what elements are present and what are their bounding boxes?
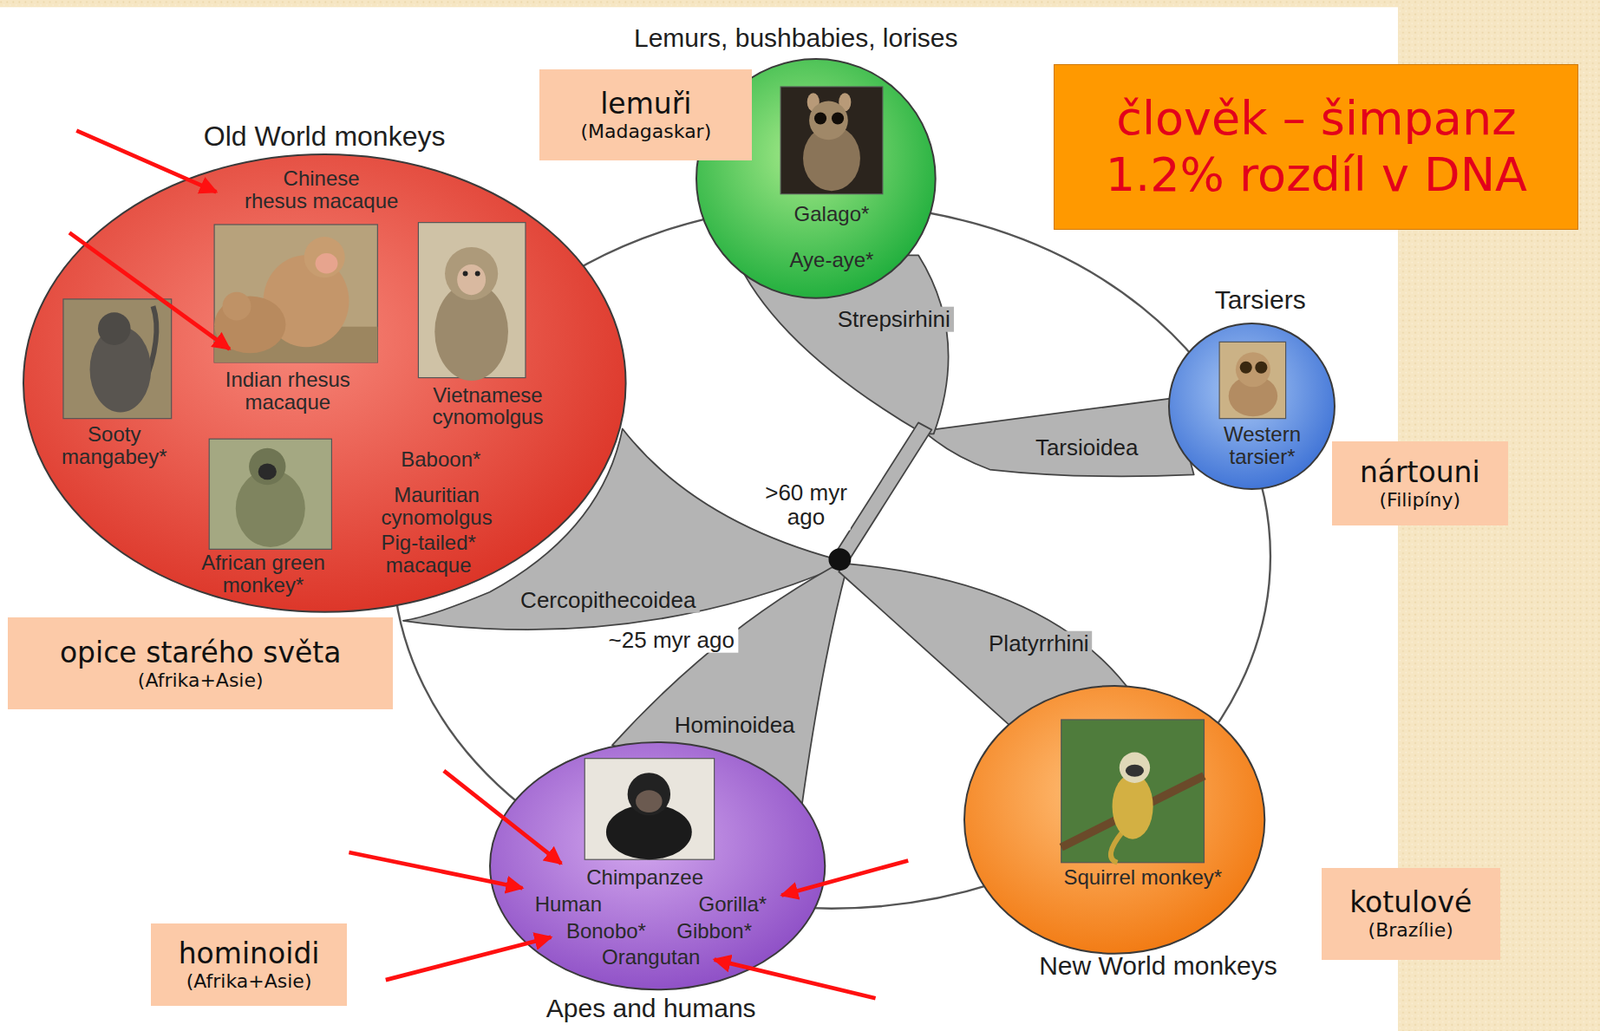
galago-photo — [780, 86, 883, 195]
pointer-arrow — [714, 960, 876, 1000]
species-name: Baboon* — [400, 448, 481, 471]
species-name: Mauritian cynomolgus — [381, 483, 493, 529]
pointer-arrow — [385, 937, 552, 980]
group-heading: Old World monkeys — [203, 120, 446, 151]
clade-circle: TarsiersWestern tarsier* — [1168, 322, 1336, 490]
note-text: opice starého světa — [59, 636, 342, 670]
species-name: Orangutan — [601, 946, 700, 969]
note-text: nártouni — [1359, 456, 1481, 490]
clade-circle: ChimpanzeeHuman Gorilla* Bonobo* Gibbon* Ora… — [489, 741, 826, 991]
chimpanzee-photo — [584, 758, 714, 861]
pointer-arrow — [76, 130, 216, 193]
species-name: Sooty mangabey* — [61, 424, 167, 470]
note-text: (Afrika+Asie) — [137, 669, 264, 692]
note-text: hominoidi — [178, 937, 320, 971]
species-name: Pig-tailed* macaque — [380, 531, 476, 577]
pointer-arrow — [348, 852, 523, 889]
circle-shape — [23, 154, 627, 613]
pointer-arrows — [69, 130, 908, 1000]
pointer-arrow — [444, 770, 562, 864]
group-heading: New World monkeys — [1038, 951, 1278, 980]
clade-label: ~25 myr ago — [605, 627, 738, 654]
note-text: kotulové — [1349, 886, 1472, 920]
note-text: lemuři — [600, 87, 692, 121]
green-monkey-photo — [208, 438, 332, 549]
pointer-arrow — [69, 232, 230, 349]
species-name: African green monkey* — [201, 551, 326, 597]
clade-label: Strepsirhini — [834, 306, 954, 333]
circle-shape — [1168, 323, 1335, 490]
circle-outline — [963, 685, 1266, 955]
clade-circle: Old World monkeysChinese rhesus macaqueI… — [22, 153, 627, 614]
group-heading: Lemurs, bushbabies, lorises — [633, 23, 959, 52]
note-box: lemuři(Madagaskar) — [539, 69, 752, 161]
species-name: Chimpanzee — [586, 866, 704, 889]
species-name: Squirrel monkey* — [1063, 866, 1222, 889]
species-name: Chinese rhesus macaque — [244, 167, 399, 213]
note-text: (Madagaskar) — [580, 120, 712, 143]
note-box: nártouni(Filipíny) — [1332, 441, 1509, 527]
group-heading: Apes and humans — [546, 994, 757, 1023]
squirrel-monkey-photo — [1061, 719, 1205, 863]
clade-label: Tarsioidea — [1031, 434, 1143, 460]
pointer-arrow — [781, 860, 908, 895]
note-text: (Afrika+Asie) — [186, 970, 313, 993]
beige-top-strip — [0, 0, 1600, 7]
species-name: Indian rhesus macaque — [225, 368, 351, 414]
species-name: Gibbon* — [676, 920, 752, 943]
clade-circle: Squirrel monkey*New World monkeys — [963, 685, 1266, 955]
mangabey-photo — [63, 299, 172, 419]
note-text: (Brazílie) — [1368, 919, 1454, 941]
tarsioidea-stalk — [923, 398, 1195, 477]
circle-shape — [489, 742, 825, 990]
group-heading: Tarsiers — [1214, 286, 1307, 314]
species-name: Human — [535, 893, 602, 916]
circle-shape — [964, 685, 1265, 954]
root-dot — [828, 548, 851, 571]
macaque-photo — [214, 224, 378, 363]
note-box: opice starého světa(Afrika+Asie) — [7, 617, 393, 710]
clade-label: >60 myr ago — [761, 480, 851, 530]
species-name: Western tarsier* — [1223, 424, 1301, 470]
species-name: Bonobo* — [566, 920, 647, 943]
note-box: kotulové(Brazílie) — [1321, 868, 1501, 960]
note-box: hominoidi(Afrika+Asie) — [150, 923, 347, 1006]
clade-label: Cercopithecoidea — [516, 587, 699, 614]
note-box: člověk – šimpanz 1.2% rozdíl v DNA — [1053, 64, 1579, 230]
species-name: Galago* — [794, 202, 870, 226]
note-text: člověk – šimpanz 1.2% rozdíl v DNA — [1105, 91, 1528, 204]
species-name: Aye-aye* — [789, 248, 874, 272]
clade-label: Platyrrhini — [985, 630, 1093, 656]
species-name: Vietnamese cynomolgus — [431, 384, 543, 430]
species-name: Gorilla* — [698, 893, 767, 916]
clade-label: Hominoidea — [671, 712, 799, 738]
note-text: (Filipíny) — [1379, 489, 1462, 511]
tarsier-photo — [1219, 341, 1286, 418]
cynomolgus-photo — [417, 222, 526, 381]
